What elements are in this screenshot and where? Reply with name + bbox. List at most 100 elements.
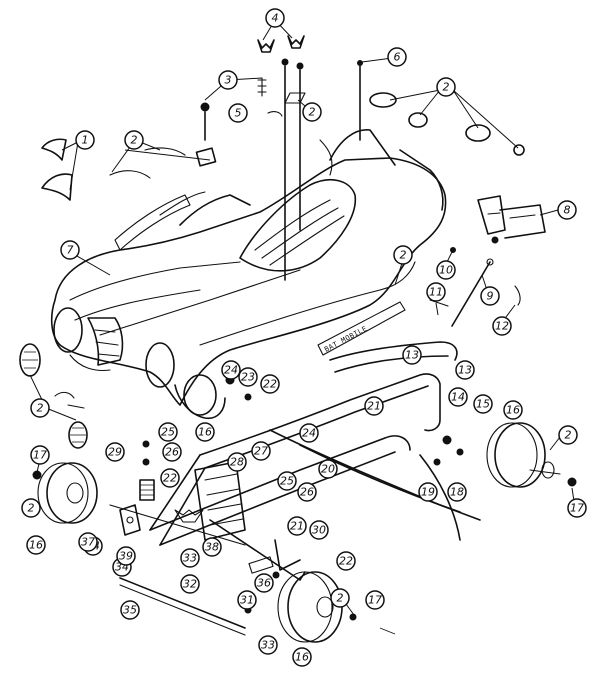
callout-2: 2 <box>330 588 350 608</box>
svg-text:19: 19 <box>421 486 435 499</box>
wheel-front-right <box>183 374 217 416</box>
svg-text:25: 25 <box>280 475 294 488</box>
callout-2: 2 <box>124 130 144 150</box>
svg-text:20: 20 <box>321 463 335 476</box>
callout-33: 33 <box>180 548 200 568</box>
callout-39: 39 <box>116 546 136 566</box>
svg-text:36: 36 <box>257 577 271 590</box>
wheel-rear-left <box>277 571 343 643</box>
svg-text:2: 2 <box>131 134 138 147</box>
callout-24: 24 <box>299 423 319 443</box>
callout-3: 3 <box>218 70 238 90</box>
svg-text:26: 26 <box>165 446 179 459</box>
callout-13: 13 <box>402 345 422 365</box>
svg-text:33: 33 <box>183 552 197 565</box>
svg-text:2: 2 <box>37 402 44 415</box>
callout-32: 32 <box>180 574 200 594</box>
svg-text:16: 16 <box>198 426 212 439</box>
svg-text:35: 35 <box>123 604 137 617</box>
svg-text:24: 24 <box>302 427 316 440</box>
callout-35: 35 <box>120 600 140 620</box>
svg-text:3: 3 <box>225 74 232 87</box>
svg-text:12: 12 <box>495 320 509 333</box>
callout-36: 36 <box>254 573 274 593</box>
callout-19: 19 <box>418 482 438 502</box>
callout-25: 25 <box>158 422 178 442</box>
svg-text:2: 2 <box>28 502 35 515</box>
svg-text:5: 5 <box>235 107 242 120</box>
steering-and-fasteners <box>195 58 363 281</box>
callout-2: 2 <box>30 398 50 418</box>
callout-16: 16 <box>195 422 215 442</box>
callout-17: 17 <box>30 445 50 465</box>
svg-text:16: 16 <box>506 404 520 417</box>
svg-text:21: 21 <box>290 520 304 533</box>
callout-37: 37 <box>78 532 98 552</box>
svg-text:1: 1 <box>82 134 89 147</box>
callouts: 1 2 2 2 2 2 2 2 2 3 4 5 6 7 8 9 10 11 12… <box>21 8 587 667</box>
callout-18: 18 <box>447 482 467 502</box>
svg-text:13: 13 <box>458 364 472 377</box>
svg-text:28: 28 <box>230 456 244 469</box>
wheel-rear-right <box>486 422 561 488</box>
callout-22: 22 <box>260 374 280 394</box>
callout-26: 26 <box>297 482 317 502</box>
callout-13: 13 <box>455 360 475 380</box>
callout-2: 2 <box>436 77 456 97</box>
callout-2: 2 <box>393 245 413 265</box>
svg-text:30: 30 <box>312 524 326 537</box>
svg-text:27: 27 <box>254 445 268 458</box>
svg-text:2: 2 <box>337 592 344 605</box>
callout-5: 5 <box>228 103 248 123</box>
svg-text:32: 32 <box>183 578 197 591</box>
svg-text:2: 2 <box>309 106 316 119</box>
callout-28: 28 <box>227 452 247 472</box>
callout-17: 17 <box>365 590 385 610</box>
svg-text:2: 2 <box>400 249 407 262</box>
trim-pieces <box>19 92 525 449</box>
callout-15: 15 <box>473 394 493 414</box>
svg-text:2: 2 <box>565 429 572 442</box>
svg-text:33: 33 <box>261 639 275 652</box>
svg-text:23: 23 <box>241 371 255 384</box>
svg-text:16: 16 <box>29 539 43 552</box>
svg-text:8: 8 <box>564 204 571 217</box>
callout-24: 24 <box>221 360 241 380</box>
svg-text:16: 16 <box>295 651 309 664</box>
callout-6: 6 <box>387 47 407 67</box>
svg-text:7: 7 <box>67 244 74 257</box>
callout-20: 20 <box>318 459 338 479</box>
callout-33: 33 <box>258 635 278 655</box>
svg-text:22: 22 <box>263 378 277 391</box>
svg-text:38: 38 <box>205 541 219 554</box>
svg-text:17: 17 <box>368 594 382 607</box>
callout-31: 31 <box>237 590 257 610</box>
svg-text:15: 15 <box>476 398 490 411</box>
callout-22: 22 <box>336 551 356 571</box>
seat-bracket <box>477 195 546 244</box>
svg-text:18: 18 <box>450 486 464 499</box>
svg-text:22: 22 <box>339 555 353 568</box>
svg-text:17: 17 <box>570 502 584 515</box>
callout-23: 23 <box>238 367 258 387</box>
svg-text:17: 17 <box>33 449 47 462</box>
callout-7: 7 <box>60 240 80 260</box>
callout-16: 16 <box>26 535 46 555</box>
callout-14: 14 <box>448 387 468 407</box>
callout-8: 8 <box>557 200 577 220</box>
callout-10: 10 <box>436 260 456 280</box>
callout-21: 21 <box>364 396 384 416</box>
svg-text:6: 6 <box>394 51 401 64</box>
svg-text:24: 24 <box>224 364 238 377</box>
svg-text:21: 21 <box>367 400 381 413</box>
callout-25: 25 <box>277 471 297 491</box>
callout-12: 12 <box>492 316 512 336</box>
svg-text:29: 29 <box>108 446 122 459</box>
svg-text:9: 9 <box>487 290 494 303</box>
bat-emblems <box>257 35 305 53</box>
callout-16: 16 <box>503 400 523 420</box>
callout-27: 27 <box>251 441 271 461</box>
callout-30: 30 <box>309 520 329 540</box>
callout-21: 21 <box>287 516 307 536</box>
